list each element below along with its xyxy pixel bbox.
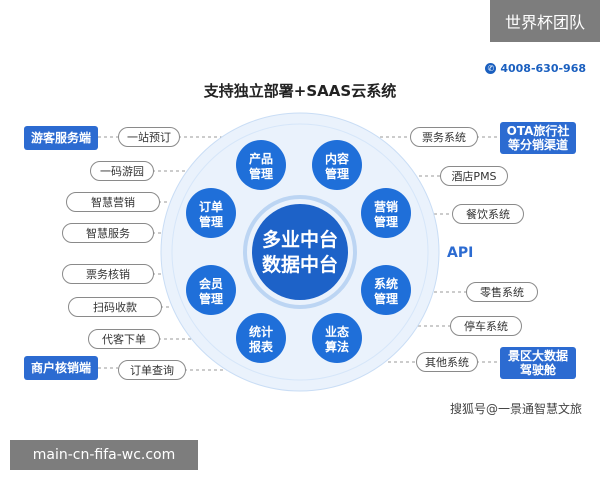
scenic-cockpit-box: 景区大数据 驾驶舱 [500,347,576,379]
center-label-1: 多业中台 [262,228,338,251]
node-label-line2: 管理 [199,214,223,229]
top-banner: 世界杯团队 [490,0,600,42]
ota-line-1: OTA旅行社 [506,124,570,138]
node-circle [361,265,411,315]
node-circle [186,265,236,315]
node-circle [312,140,362,190]
node-circle [186,188,236,238]
scenic-line-2: 驾驶舱 [519,363,556,377]
right-pill-other: 其他系统 [416,352,478,372]
left-pill-service: 智慧服务 [62,223,154,243]
left-pill-proxy-order: 代客下单 [88,329,160,349]
node-label-line1: 业态 [325,324,349,339]
left-pill-booking: 一站预订 [118,127,180,147]
node-label-line2: 管理 [199,291,223,306]
left-pill-marketing: 智慧营销 [66,192,160,212]
right-pill-parking: 停车系统 [450,316,522,336]
node-label-line1: 营销 [374,199,398,214]
node-circle [236,313,286,363]
phone-number: ✆ 4008-630-968 [485,62,586,75]
node-label-line1: 系统 [374,276,398,291]
tourist-service-box: 游客服务端 [24,126,98,150]
node-circle [361,188,411,238]
merchant-verify-box: 商户核销端 [24,356,98,380]
node-label-line1: 统计 [249,324,273,339]
node-label-line1: 订单 [199,199,223,214]
phone-text: 4008-630-968 [500,62,586,75]
node-label-line1: 会员 [199,276,223,291]
node-label-line2: 管理 [249,166,273,181]
node-label-line2: 管理 [374,291,398,306]
node-circle [236,140,286,190]
right-pill-ticket-system: 票务系统 [410,127,478,147]
node-circle [312,313,362,363]
left-pill-scan-pay: 扫码收款 [68,297,162,317]
phone-icon: ✆ [485,63,497,74]
right-pill-dining: 餐饮系统 [452,204,524,224]
node-label-line2: 管理 [325,166,349,181]
left-pill-qrcode: 一码游园 [90,161,154,181]
right-pill-hotel-pms: 酒店PMS [440,166,508,186]
node-label-line1: 内容 [325,151,349,166]
ota-line-2: 等分销渠道 [507,138,568,152]
center-label-2: 数据中台 [262,253,338,276]
api-label: API [447,245,474,261]
center-circle [252,204,348,300]
ota-channel-box: OTA旅行社 等分销渠道 [500,122,576,154]
node-label-line2: 管理 [374,214,398,229]
node-label-line1: 产品 [249,151,273,166]
left-pill-ticket-verify: 票务核销 [62,264,154,284]
node-label-line2: 算法 [325,339,349,354]
source-watermark: 搜狐号@一景通智慧文旅 [449,402,582,416]
left-pill-order-query: 订单查询 [118,360,186,380]
right-pill-retail: 零售系统 [466,282,538,302]
scenic-line-1: 景区大数据 [507,349,568,363]
diagram-title: 支持独立部署+SAAS云系统 [203,82,397,100]
bottom-banner: main-cn-fifa-wc.com [10,440,198,470]
node-label-line2: 报表 [249,339,274,354]
